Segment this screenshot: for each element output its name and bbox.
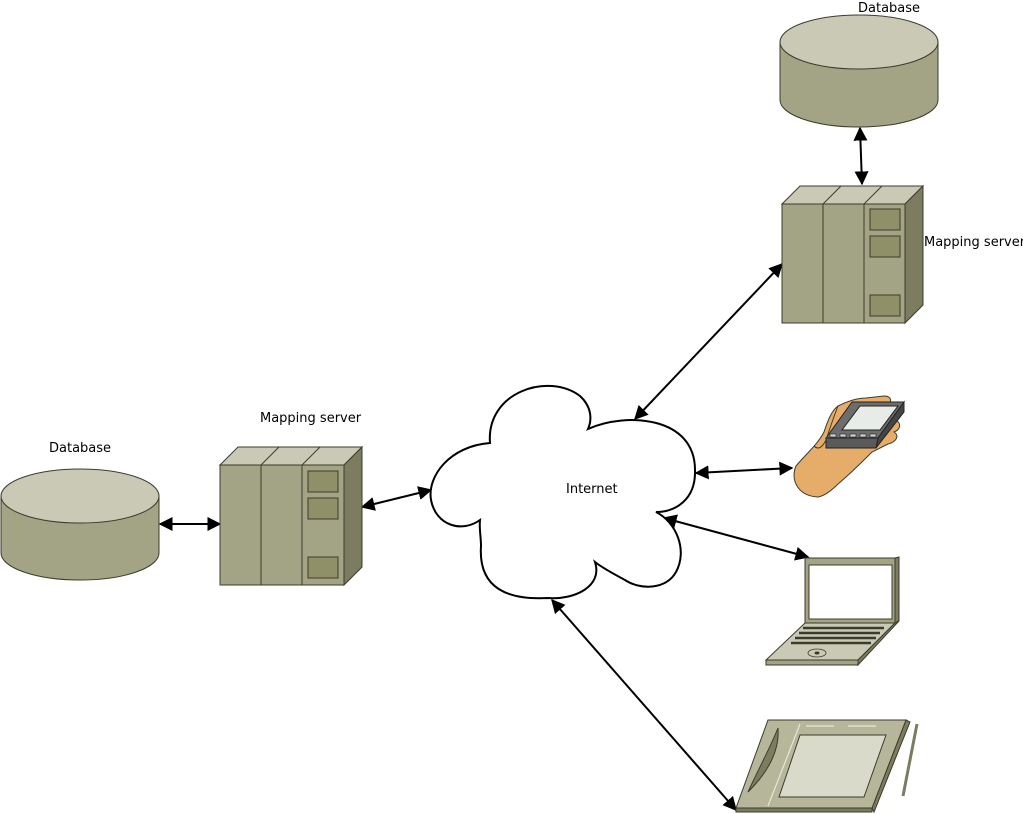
tablet-active-area <box>778 734 887 798</box>
database-top: Database <box>779 1 939 128</box>
database-left: Database <box>0 441 160 581</box>
edge-db-top-server-right <box>853 126 869 186</box>
database-left-label: Database <box>49 441 111 456</box>
server-top <box>218 446 364 466</box>
database-left-lid <box>0 468 160 524</box>
drive-bay <box>307 556 339 579</box>
edge-server-left-internet <box>360 486 433 511</box>
edge-server-right-internet <box>634 262 783 421</box>
laptop-base-side <box>857 620 900 667</box>
pda-front-edge <box>825 437 879 449</box>
server-top <box>780 185 925 205</box>
cloud-icon <box>429 384 697 600</box>
tablet-edge <box>735 807 873 813</box>
mapping-server-left <box>218 445 364 587</box>
database-top-label: Database <box>858 1 920 16</box>
mapping-server-right <box>780 184 925 325</box>
tablet-grip <box>747 727 779 793</box>
database-top-lid <box>779 14 939 70</box>
internet-label: Internet <box>566 482 618 497</box>
server-side <box>343 445 363 587</box>
server-left-label: Mapping server <box>260 411 362 426</box>
server-side <box>904 184 924 325</box>
edge-internet-laptop <box>662 514 810 561</box>
laptop <box>764 556 900 667</box>
drive-bay <box>869 294 901 317</box>
edge-internet-tablet <box>551 598 737 812</box>
thumb <box>813 405 839 449</box>
handheld-device <box>793 395 905 498</box>
laptop-screen <box>808 564 893 620</box>
connectors <box>158 126 869 812</box>
drive-bay <box>307 497 339 520</box>
laptop-lid-side <box>894 556 900 624</box>
drive-bay <box>869 235 901 258</box>
pda-buttons <box>829 433 877 438</box>
internet-cloud: Internet <box>429 384 697 600</box>
edge-internet-pda <box>694 461 794 480</box>
drive-bay <box>307 470 339 493</box>
graphics-tablet <box>735 719 919 814</box>
pda-screen <box>841 405 899 431</box>
stylus-icon <box>901 723 919 797</box>
server-right-label: Mapping server <box>924 235 1023 250</box>
laptop-base-front <box>765 659 859 666</box>
drive-bay <box>869 208 901 231</box>
laptop-keyboard <box>791 626 884 645</box>
